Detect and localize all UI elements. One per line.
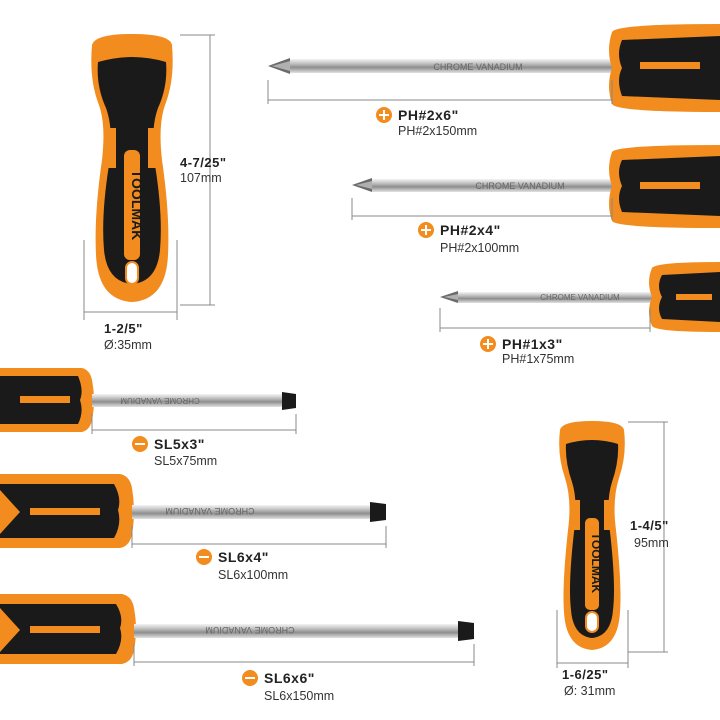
small-handle: TOOLMAK [559,421,625,650]
svg-text:CHROME VANADIUM: CHROME VANADIUM [540,293,620,302]
svg-text:CHROME VANADIUM: CHROME VANADIUM [475,181,564,191]
sl-metric-0: SL5x75mm [154,454,218,468]
svg-text:CHROME VANADIUM: CHROME VANADIUM [120,396,200,405]
small-handle-length-mm: 95mm [634,536,669,550]
sl-label-1: SL6x4" [218,549,269,565]
large-handle-diameter-in: 1-2/5" [104,321,143,336]
plus-icon [418,222,434,238]
minus-icon [132,436,148,452]
sl-metric-2: SL6x150mm [264,689,335,703]
small-handle-diameter-mm: Ø: 31mm [564,684,616,698]
sl-label-2: SL6x6" [264,670,315,686]
ph-metric-0: PH#2x150mm [398,124,478,138]
svg-text:CHROME VANADIUM: CHROME VANADIUM [205,625,294,635]
large-handle-length-in: 4-7/25" [180,155,227,170]
brand-logo: TOOLMAK [129,170,145,241]
svg-text:CHROME VANADIUM: CHROME VANADIUM [165,506,254,516]
sl-label-0: SL5x3" [154,436,205,452]
small-handle-length-in: 1-4/5" [630,518,669,533]
minus-icon [242,670,258,686]
minus-icon [196,549,212,565]
large-handle-diameter-mm: Ø:35mm [104,338,152,352]
brand-logo-small: TOOLMAK [589,533,603,594]
plus-icon [376,107,392,123]
svg-text:CHROME VANADIUM: CHROME VANADIUM [433,62,522,72]
large-handle: TOOLMAK [91,34,173,302]
ph-metric-1: PH#2x100mm [440,241,520,255]
ph-label-2: PH#1x3" [502,336,563,352]
small-handle-diameter-in: 1-6/25" [562,667,609,682]
phillips-drivers: CHROME VANADIUM CHROME VANADIUM CHROME V… [267,24,720,332]
ph-label-1: PH#2x4" [440,222,501,238]
ph-label-0: PH#2x6" [398,107,459,123]
large-handle-length-mm: 107mm [180,171,222,185]
plus-icon [480,336,496,352]
sl-metric-1: SL6x100mm [218,568,289,582]
slotted-drivers: CHROME VANADIUM CHROME VANADIUM CHROME V… [0,368,475,666]
ph-metric-2: PH#1x75mm [502,352,575,366]
